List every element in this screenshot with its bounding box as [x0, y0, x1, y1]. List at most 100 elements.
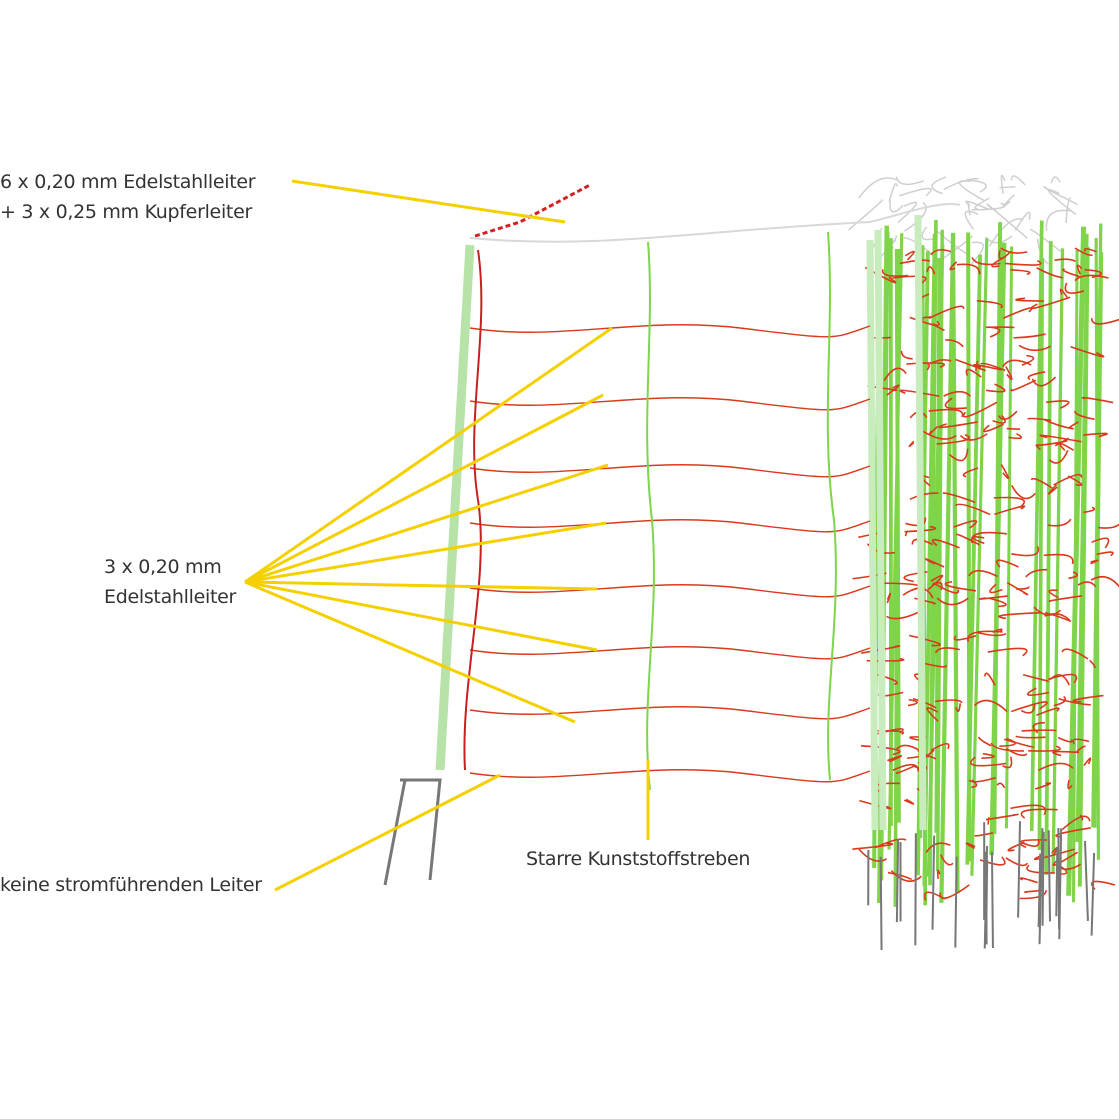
roll-red-wire — [900, 350, 913, 360]
roll-red-wire — [859, 799, 892, 810]
roll-red-wire — [955, 358, 986, 372]
roll-red-wire — [1043, 553, 1074, 565]
vertical-strut — [826, 231, 837, 781]
roll-red-wire — [895, 764, 916, 775]
roll-red-wire — [1033, 606, 1062, 616]
roll-red-wire — [1010, 804, 1047, 816]
callout-line — [244, 580, 598, 591]
roll-red-wire — [1090, 559, 1099, 565]
roll-red-wire — [1047, 518, 1072, 527]
roll-red-wire — [996, 559, 1019, 568]
roll-red-wire — [980, 362, 1006, 372]
label-non-conducting: keine stromführenden Leiter — [0, 874, 262, 896]
top-wire-tangle — [974, 197, 990, 210]
ground-spike — [985, 859, 989, 940]
roll-red-wire — [949, 261, 958, 271]
roll-red-wire — [1020, 703, 1036, 714]
ground-spike — [931, 835, 936, 930]
roll-red-wire — [1090, 575, 1119, 588]
roll-red-wire — [899, 259, 931, 265]
roll-red-wire — [1018, 839, 1048, 849]
roll-red-wire — [1089, 659, 1097, 669]
roll-red-wire — [852, 572, 887, 580]
roll-red-wire — [886, 592, 892, 604]
red-conductor-wire — [469, 584, 871, 598]
ground-spike — [1084, 841, 1089, 921]
roll-red-wire — [1010, 268, 1031, 276]
red-conductor-wire — [469, 324, 871, 338]
roll-post — [866, 239, 879, 831]
roll-red-wire — [991, 255, 1006, 268]
roll-red-wire — [987, 647, 1028, 657]
roll-red-wire — [965, 842, 976, 850]
roll-red-wire — [981, 752, 995, 759]
top-wire-tangle — [903, 201, 927, 232]
roll-red-wire — [1083, 247, 1097, 253]
roll-red-wire — [1005, 857, 1029, 867]
roll-red-wire — [1068, 571, 1079, 580]
roll-red-wire — [989, 583, 1003, 594]
rolled-fence-net — [848, 174, 1119, 950]
roll-red-wire — [1038, 762, 1074, 772]
roll-red-wire — [971, 257, 1001, 266]
roll-red-wire — [1021, 729, 1057, 732]
roll-red-wire — [985, 383, 1006, 393]
roll-strut — [970, 238, 989, 876]
roll-red-wire — [1062, 268, 1080, 278]
roll-strut — [950, 233, 960, 894]
roll-red-wire — [1083, 432, 1108, 438]
roll-red-wire — [939, 884, 970, 899]
ground-spike — [914, 833, 917, 946]
roll-red-wire — [926, 707, 939, 722]
ground-spike — [1017, 821, 1021, 918]
roll-red-wire — [1098, 523, 1119, 529]
roll-red-wire — [1090, 880, 1116, 890]
top-wire-tangle — [1010, 175, 1026, 186]
roll-red-wire — [1028, 745, 1061, 752]
roll-strut — [992, 222, 1003, 835]
top-wire-tangle — [858, 177, 897, 199]
roll-red-wire — [1015, 735, 1046, 739]
top-wire-tangle — [988, 218, 1024, 247]
ground-spike — [879, 856, 883, 950]
roll-red-wire — [936, 433, 971, 445]
ground-spike — [1057, 827, 1061, 930]
top-wire-tangle — [1065, 196, 1072, 223]
fence-post — [435, 244, 475, 771]
roll-red-wire — [930, 248, 952, 256]
roll-red-wire — [924, 558, 945, 568]
ground-spike — [895, 839, 900, 923]
label-top-line2: + 3 x 0,25 mm Kupferleiter — [0, 201, 252, 223]
top-wire-tangle — [1050, 176, 1061, 184]
roll-red-wire — [1057, 736, 1073, 743]
roll-red-wire — [1033, 848, 1075, 861]
roll-red-wire — [1036, 267, 1063, 279]
roll-strut — [1004, 246, 1014, 829]
roll-strut — [939, 232, 956, 903]
label-top-line1: 6 x 0,20 mm Edelstahlleiter — [0, 171, 256, 193]
roll-red-wire — [1016, 586, 1030, 590]
top-wire-tangle — [1043, 186, 1078, 206]
roll-red-wire — [970, 531, 1008, 544]
roll-red-wire — [1084, 268, 1102, 279]
red-conductor-wire — [469, 646, 871, 660]
roll-red-wire — [934, 647, 960, 654]
roll-red-wire — [906, 362, 946, 368]
roll-red-wire — [974, 832, 994, 837]
roll-red-wire — [985, 813, 1019, 821]
roll-red-wire — [858, 848, 888, 862]
roll-red-wire — [892, 275, 927, 285]
roll-red-wire — [974, 360, 979, 371]
roll-red-wire — [936, 869, 941, 879]
roll-red-wire — [909, 492, 939, 500]
roll-red-wire — [1072, 738, 1090, 745]
ground-spike — [1038, 828, 1044, 945]
roll-red-wire — [953, 634, 977, 641]
roll-red-wire — [903, 798, 915, 805]
roll-red-wire — [926, 266, 936, 275]
roll-red-wire — [943, 390, 972, 397]
roll-red-wire — [1090, 318, 1119, 325]
roll-red-wire — [1072, 694, 1104, 703]
label-struts: Starre Kunststoffstreben — [526, 848, 751, 870]
